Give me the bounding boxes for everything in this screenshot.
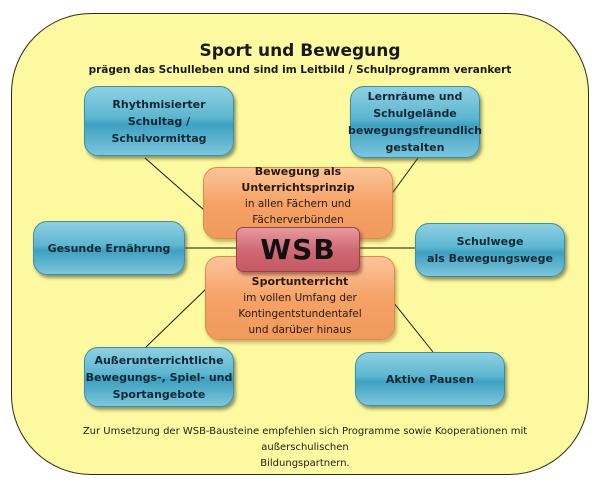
core-box-line: im vollen Umfang der	[243, 292, 357, 304]
box-line: bewegungsfreundlich	[348, 124, 483, 137]
outer-box-schulwege: Schulwege als Bewegungswege	[415, 223, 565, 277]
outer-box-gesunde-ernaehrung: Gesunde Ernährung	[33, 221, 185, 275]
footer-note: Zur Umsetzung der WSB-Bausteine empfehle…	[40, 424, 570, 472]
box-line: Schulwege	[456, 235, 524, 248]
outer-box-rhythmisierter-schultag: Rhythmisierter Schultag / Schulvormittag	[84, 86, 234, 156]
outer-box-ausserunterrichtliche: Außerunterrichtliche Bewegungs-, Spiel- …	[84, 347, 234, 407]
core-box-line: in allen Fächern und	[244, 198, 352, 210]
diagram-title: Sport und Bewegung	[199, 41, 401, 61]
box-line: Sportangebote	[112, 387, 206, 401]
core-box-line: Fächerverbünden	[252, 214, 344, 226]
core-box-line: und darüber hinaus	[248, 324, 352, 336]
box-line: Bewegungs-, Spiel- und	[85, 370, 233, 384]
box-line: Aktive Pausen	[385, 372, 475, 386]
core-box-head: Bewegung als Unterrichtsprinzip	[241, 165, 355, 194]
center-label: WSB	[260, 233, 336, 266]
box-line: gestalten	[385, 141, 445, 154]
box-line: Schulvormittag	[111, 131, 207, 145]
footer-line: Zur Umsetzung der WSB-Bausteine empfehle…	[82, 426, 528, 453]
box-line: als Bewegungswege	[427, 252, 553, 265]
core-box-line: Kontingentstundentafel	[238, 308, 362, 320]
box-line: Schulgelände	[373, 107, 457, 120]
box-line: Gesunde Ernährung	[47, 241, 171, 255]
core-box-head: Sportunterricht	[251, 275, 349, 288]
outer-box-aktive-pausen: Aktive Pausen	[355, 352, 505, 406]
box-line: Lernräume und	[367, 90, 463, 103]
core-box-sportunterricht: Sportunterricht im vollen Umfang der Kon…	[205, 256, 395, 340]
center-box-wsb: WSB	[236, 227, 360, 272]
footer-line: Bildungspartnern.	[260, 458, 350, 469]
box-line: Außerunterrichtliche	[94, 353, 224, 367]
diagram-subtitle: prägen das Schulleben und sind im Leitbi…	[88, 64, 512, 76]
outer-box-lernraeume: Lernräume und Schulgelände bewegungsfreu…	[348, 86, 483, 158]
box-line: Rhythmisierter Schultag /	[112, 97, 206, 128]
